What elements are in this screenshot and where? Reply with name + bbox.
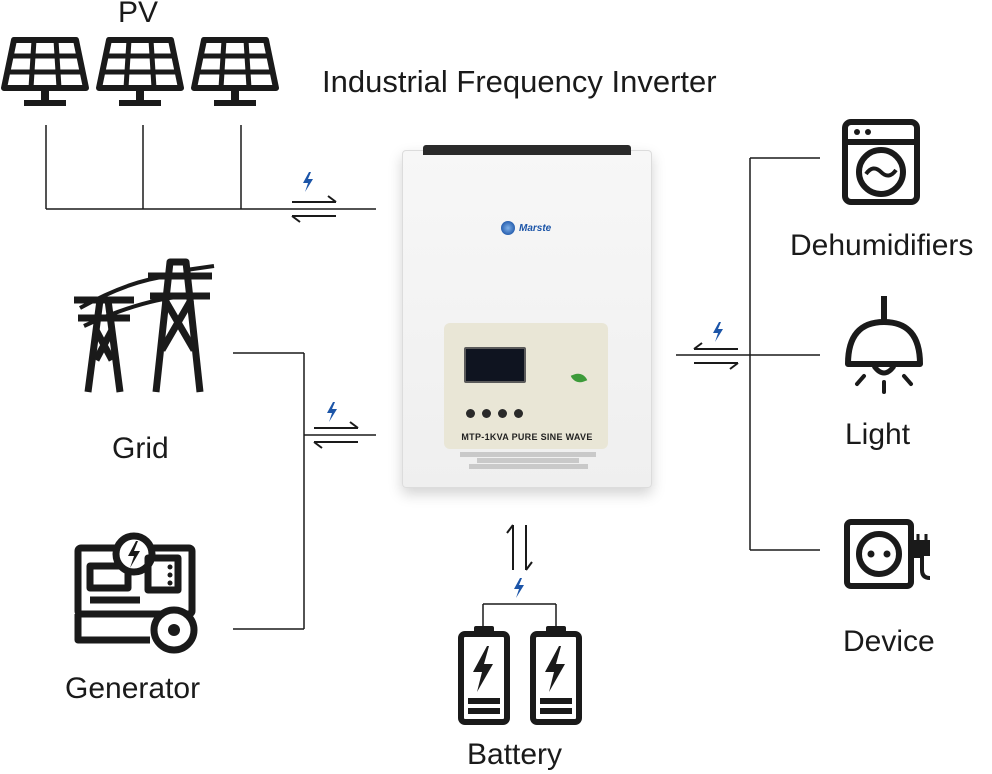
- washing-machine-icon: [842, 119, 920, 205]
- down-button[interactable]: [498, 409, 507, 418]
- inverter-brand: Marste: [519, 223, 552, 234]
- battery-icon: [533, 626, 579, 722]
- brand-logo-icon: [501, 221, 515, 235]
- bidirectional-arrow-icon: [506, 524, 533, 571]
- leaf-icon: [570, 370, 588, 386]
- inverter-control-panel: [444, 323, 608, 449]
- inverter-top-bracket: [423, 145, 631, 155]
- pv-label: PV: [118, 0, 159, 29]
- bidirectional-arrow-icon: [693, 342, 739, 370]
- inverter-unit: Marste MTP-1KVA PURE SINE WAVE: [402, 145, 652, 488]
- solar-panel-icon: [4, 40, 86, 106]
- battery-label: Battery: [467, 738, 563, 771]
- lightning-bolt-icon: [327, 402, 337, 422]
- solar-panel-icon: [99, 40, 181, 106]
- bidirectional-arrow-icon: [313, 421, 359, 449]
- pendant-lamp-icon: [845, 296, 923, 376]
- diagram-title: Industrial Frequency Inverter: [322, 64, 717, 99]
- bidirectional-arrow-icon: [291, 195, 337, 223]
- battery-icon: [461, 626, 507, 722]
- dehumidifiers-label: Dehumidifiers: [790, 229, 974, 262]
- grid-generator-wiring: [233, 352, 376, 630]
- inverter-model: MTP-1KVA PURE SINE WAVE: [461, 432, 593, 442]
- generator-label: Generator: [65, 672, 201, 705]
- enter-button[interactable]: [514, 409, 523, 418]
- pv-wiring: [45, 125, 376, 210]
- solar-panel-icon: [194, 40, 276, 106]
- device-label: Device: [843, 625, 935, 658]
- output-wiring: [676, 157, 820, 551]
- power-socket-icon: [844, 519, 931, 589]
- lightning-bolt-icon: [303, 172, 313, 192]
- up-button[interactable]: [482, 409, 491, 418]
- lightning-bolt-icon: [713, 322, 723, 342]
- lightning-bolt-icon: [514, 578, 524, 598]
- light-label: Light: [845, 418, 911, 451]
- transmission-tower-icon: [74, 258, 215, 393]
- grid-label: Grid: [112, 432, 169, 465]
- battery-wiring: [482, 603, 557, 628]
- esc-button[interactable]: [466, 409, 475, 418]
- lcd-display: [464, 347, 526, 383]
- inverter-spec-lines: [443, 451, 613, 470]
